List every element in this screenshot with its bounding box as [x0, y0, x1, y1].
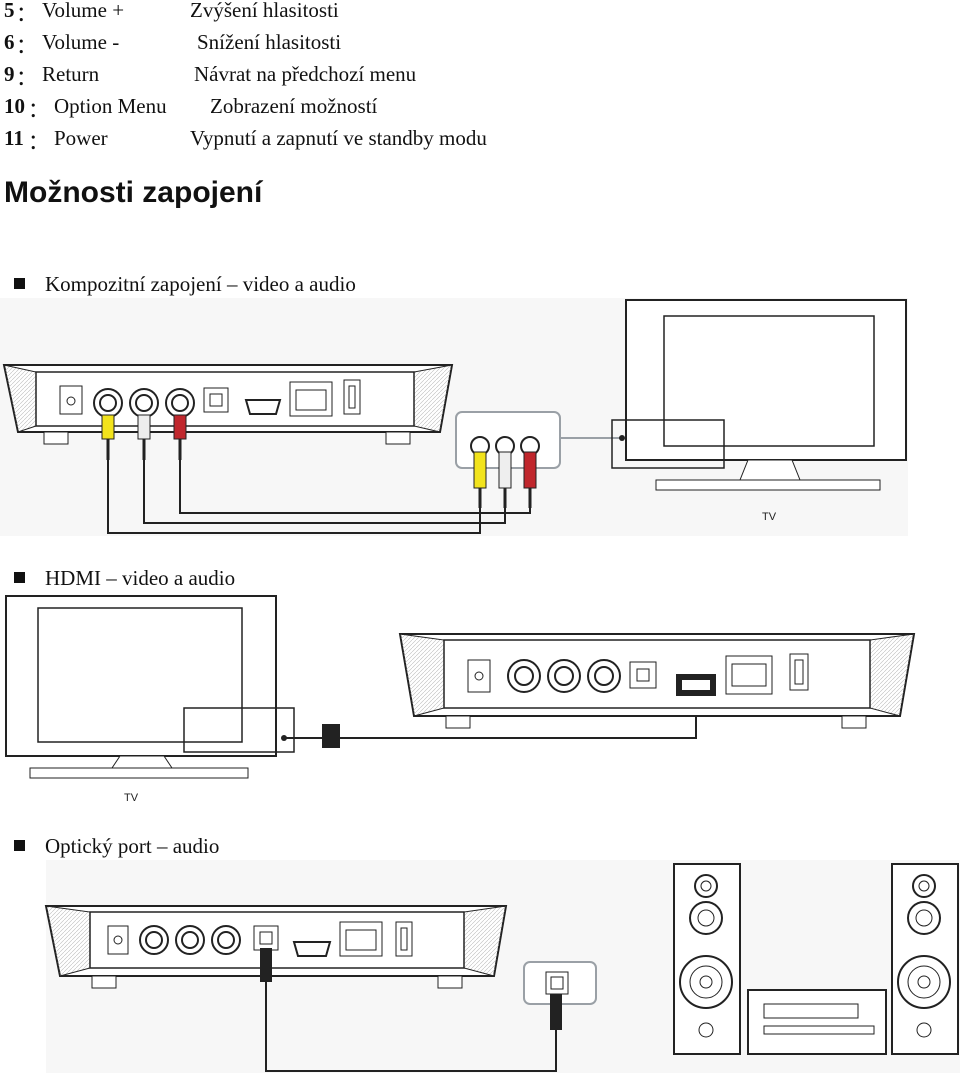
legend-desc: Snížení hlasitosti — [197, 30, 342, 54]
legend-desc: Zobrazení možností — [210, 94, 378, 118]
speaker-left-icon — [673, 863, 741, 1055]
legend-number: 11 — [4, 126, 24, 150]
tv-label: TV — [762, 511, 777, 523]
optical-plug-icon — [260, 948, 272, 982]
section-title-composite: Kompozitní zapojení – video a audio — [14, 272, 356, 297]
composite-diagram: TV — [0, 298, 908, 536]
rca-plug-red — [173, 414, 187, 460]
rca-port-icon — [165, 388, 195, 418]
legend-name: Volume + — [42, 0, 125, 22]
bullet-square-icon — [14, 278, 25, 289]
legend-desc: Zvýšení hlasitosti — [190, 0, 339, 22]
legend-name: Volume - — [42, 30, 120, 54]
rca-port-icon — [587, 659, 621, 693]
legend-number: 10 — [4, 94, 25, 118]
hdmi-diagram: TV — [5, 595, 916, 804]
hdmi-plug-icon — [322, 724, 340, 748]
legend-number: 9 — [4, 62, 15, 86]
rca-plug-yellow — [101, 414, 115, 460]
section-title-text: Optický port – audio — [45, 834, 220, 858]
dc-power-port-icon — [467, 659, 491, 693]
legend-name: Power — [54, 126, 108, 150]
usb-port-icon — [343, 379, 361, 415]
section-title-text: HDMI – video a audio — [45, 566, 236, 590]
section-title-hdmi: HDMI – video a audio — [14, 566, 235, 591]
dc-power-port-icon — [107, 925, 129, 955]
ethernet-port-icon — [289, 381, 333, 417]
legend-separator: ： — [16, 66, 37, 90]
legend-number: 6 — [4, 30, 15, 54]
tv-icon — [5, 595, 295, 779]
media-player — [2, 364, 454, 445]
usb-port-icon — [395, 921, 413, 957]
usb-port-icon — [789, 653, 809, 691]
rca-port-icon — [507, 659, 541, 693]
media-player — [44, 905, 508, 989]
amplifier-icon — [747, 989, 887, 1055]
page-heading: Možnosti zapojení — [4, 176, 263, 209]
rca-port-icon — [175, 925, 205, 955]
legend-separator: ： — [16, 34, 37, 58]
ethernet-port-icon — [339, 921, 383, 957]
rca-port-icon — [129, 388, 159, 418]
hdmi-port-icon — [244, 399, 282, 415]
legend-desc: Návrat na předchozí menu — [194, 62, 417, 86]
legend-separator: ： — [16, 2, 37, 26]
section-title-optical: Optický port – audio — [14, 834, 219, 859]
cable-red — [179, 460, 531, 514]
legend-separator: ： — [28, 98, 49, 122]
optical-port-icon — [629, 661, 657, 689]
hdmi-port-icon — [292, 941, 332, 957]
cable-white — [143, 460, 506, 524]
cable-optical — [265, 982, 557, 1072]
tv-label: TV — [124, 792, 139, 804]
rca-plug-white — [137, 414, 151, 460]
tv-icon — [611, 299, 907, 491]
optical-port-icon — [253, 925, 279, 951]
rca-port-icon — [93, 388, 123, 418]
legend-number: 5 — [4, 0, 15, 22]
legend-name: Option Menu — [54, 94, 167, 118]
rca-port-icon — [547, 659, 581, 693]
legend-name: Return — [42, 62, 100, 86]
hdmi-port-icon — [676, 674, 716, 696]
rca-port-icon — [211, 925, 241, 955]
legend-separator: ： — [28, 130, 49, 154]
ethernet-port-icon — [725, 655, 773, 695]
section-title-text: Kompozitní zapojení – video a audio — [45, 272, 356, 296]
amplifier-optical-input-panel — [523, 961, 597, 1030]
cable-yellow — [107, 460, 481, 534]
speaker-right-icon — [891, 863, 959, 1055]
tv-av-input-panel — [455, 411, 561, 508]
rca-port-icon — [139, 925, 169, 955]
bullet-square-icon — [14, 572, 25, 583]
bullet-square-icon — [14, 840, 25, 851]
optical-port-icon — [203, 387, 229, 413]
optical-diagram — [44, 860, 960, 1073]
dc-power-port-icon — [59, 385, 83, 415]
media-player — [398, 633, 916, 729]
legend-desc: Vypnutí a zapnutí ve standby modu — [190, 126, 487, 150]
